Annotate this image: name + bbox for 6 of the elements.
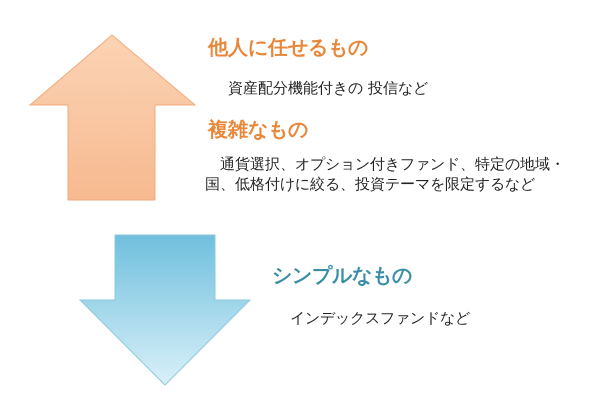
- category-heading: 複雑なもの: [208, 116, 309, 143]
- category-heading: 他人に任せるもの: [208, 34, 369, 61]
- example-text: 通貨選択、オプション付きファンド、特定の地域・国、低格付けに絞る、投資テーマを限定するなど: [205, 154, 566, 194]
- category-heading: シンプルなもの: [272, 262, 413, 289]
- example-text: インデックスファンドなど: [290, 308, 471, 328]
- example-text: 資産配分機能付きの 投信など: [228, 78, 429, 98]
